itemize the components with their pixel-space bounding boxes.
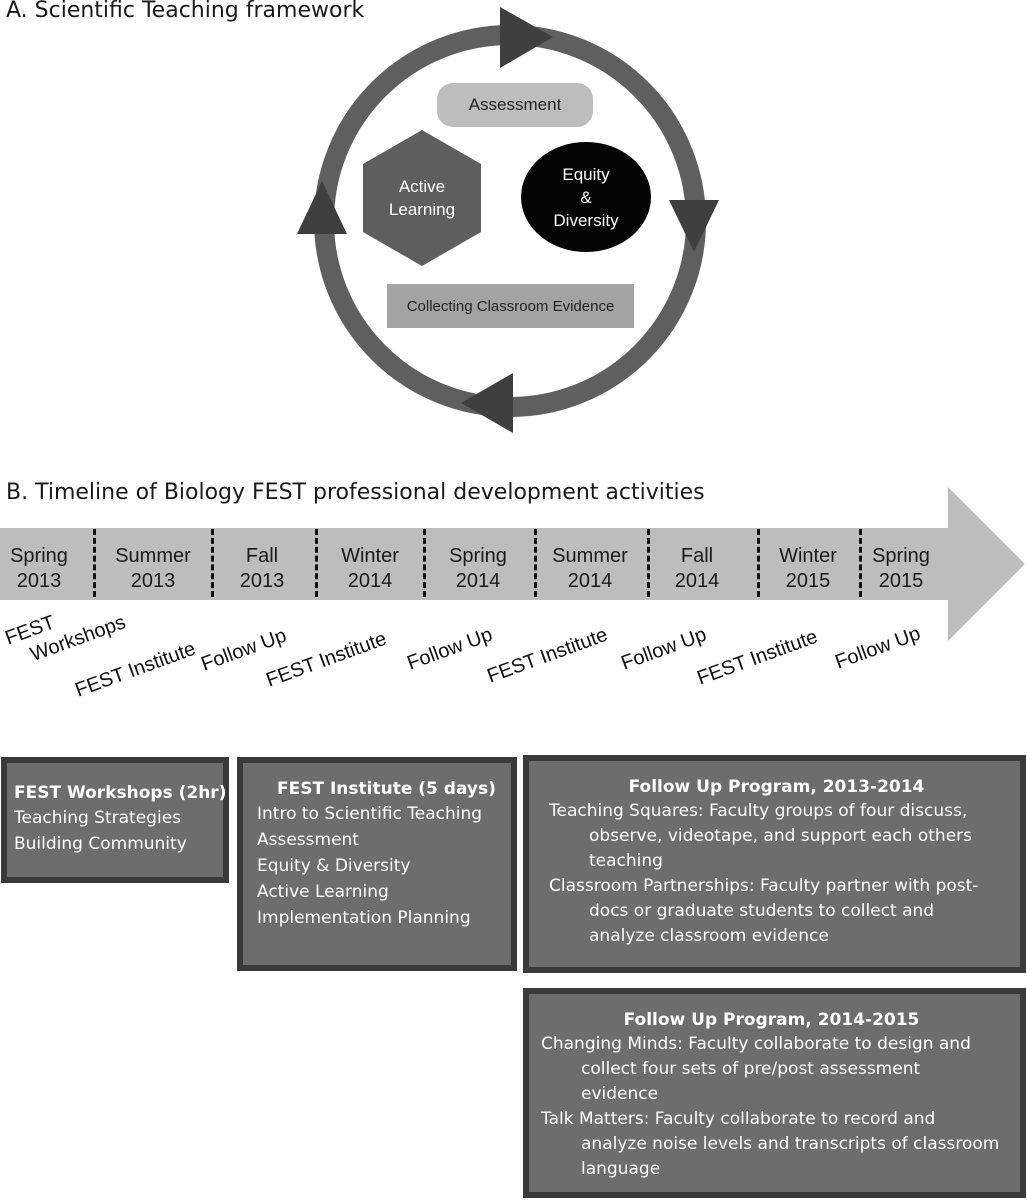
timeline-season: Fall 2014 <box>650 544 744 594</box>
cycle-ring-diagram <box>297 7 719 433</box>
timeline-divider <box>757 529 760 597</box>
timeline-divider <box>93 529 96 597</box>
equity-label-1: Equity <box>562 164 610 184</box>
season-label-line: Spring <box>449 545 507 567</box>
equity-label-2: & <box>580 187 592 207</box>
season-label-line: Fall <box>245 545 279 567</box>
institute-line: Intro to Scientific Teaching <box>257 804 483 824</box>
active-learning-label-2: Learning <box>388 200 456 219</box>
assessment-label: Assessment <box>468 95 562 114</box>
timeline-divider <box>423 529 426 597</box>
timeline-season: Summer 2014 <box>537 544 643 594</box>
cycle-arrow-top <box>500 7 553 68</box>
season-label-line: Summer <box>552 545 628 567</box>
season-label-line: 2014 <box>567 570 613 592</box>
followup-2013-box: Follow Up Program, 2013-2014 Teaching Sq… <box>523 755 1026 973</box>
workshops-line: Building Community <box>14 834 187 854</box>
assessment-node: Assessment <box>437 83 593 127</box>
followup-2013-title: Follow Up Program, 2013-2014 <box>628 777 925 797</box>
season-label-line: 2013 <box>239 570 285 592</box>
season-label-line: Winter <box>779 545 837 567</box>
timeline-season: Winter 2014 <box>318 544 422 594</box>
season-label-line: 2014 <box>674 570 720 592</box>
timeline-season: Fall 2013 <box>214 544 310 594</box>
workshops-box: FEST Workshops (2hr) Teaching Strategies… <box>1 757 229 883</box>
followup-2014-title: Follow Up Program, 2014-2015 <box>623 1010 920 1030</box>
section-a-title: A. Scientific Teaching framework <box>6 0 365 23</box>
institute-title: FEST Institute (5 days) <box>277 779 496 799</box>
followup-2014-box: Follow Up Program, 2014-2015 Changing Mi… <box>523 988 1026 1198</box>
season-label-line: Fall <box>680 545 714 567</box>
timeline-divider <box>534 529 537 597</box>
timeline-season: Spring 2015 <box>862 544 940 594</box>
season-label-line: 2014 <box>455 570 501 592</box>
season-label-line: Spring <box>872 545 930 567</box>
season-label-line: 2013 <box>16 570 62 592</box>
timeline-season: Winter 2015 <box>760 544 856 594</box>
cycle-arrow-left <box>297 181 347 234</box>
season-label-line: 2013 <box>130 570 176 592</box>
active-learning-label-1: Active <box>398 177 446 196</box>
season-label-line: 2015 <box>878 570 924 592</box>
timeline-season: Summer 2013 <box>96 544 210 594</box>
collecting-evidence-node: Collecting Classroom Evidence <box>387 284 634 328</box>
followup-2013-item: Teaching Squares: Faculty groups of four… <box>549 801 973 871</box>
section-b-title: B. Timeline of Biology FEST professional… <box>6 480 705 505</box>
workshops-line: Teaching Strategies <box>14 808 182 828</box>
season-label-line: Summer <box>115 545 191 567</box>
cycle-arrow-bottom <box>461 373 513 433</box>
institute-line: Equity & Diversity <box>257 856 411 876</box>
timeline-divider <box>211 529 214 597</box>
institute-line: Assessment <box>257 830 359 850</box>
followup-2014-item: Changing Minds: Faculty collaborate to d… <box>541 1034 971 1104</box>
followup-2013-item: Classroom Partnerships: Faculty partner … <box>549 876 979 946</box>
timeline-divider <box>647 529 650 597</box>
institute-line: Implementation Planning <box>257 908 471 928</box>
timeline-arrow <box>0 487 1025 641</box>
season-label-line: 2014 <box>347 570 393 592</box>
cycle-arrow-right <box>669 200 719 252</box>
institute-line: Active Learning <box>257 882 389 902</box>
workshops-title: FEST Workshops (2hr) <box>14 783 227 803</box>
timeline-divider <box>859 529 862 597</box>
season-label-line: 2015 <box>785 570 831 592</box>
equity-diversity-node: Equity & Diversity <box>521 142 651 252</box>
timeline-season: Spring 2014 <box>426 544 530 594</box>
timeline-divider <box>315 529 318 597</box>
equity-label-3: Diversity <box>553 210 619 230</box>
evidence-label: Collecting Classroom Evidence <box>406 297 615 315</box>
timeline-season: Spring 2013 <box>0 544 78 594</box>
followup-2014-item: Talk Matters: Faculty collaborate to rec… <box>541 1109 1000 1179</box>
season-label-line: Winter <box>341 545 399 567</box>
season-label-line: Spring <box>10 545 68 567</box>
institute-box: FEST Institute (5 days) Intro to Scienti… <box>237 757 517 971</box>
